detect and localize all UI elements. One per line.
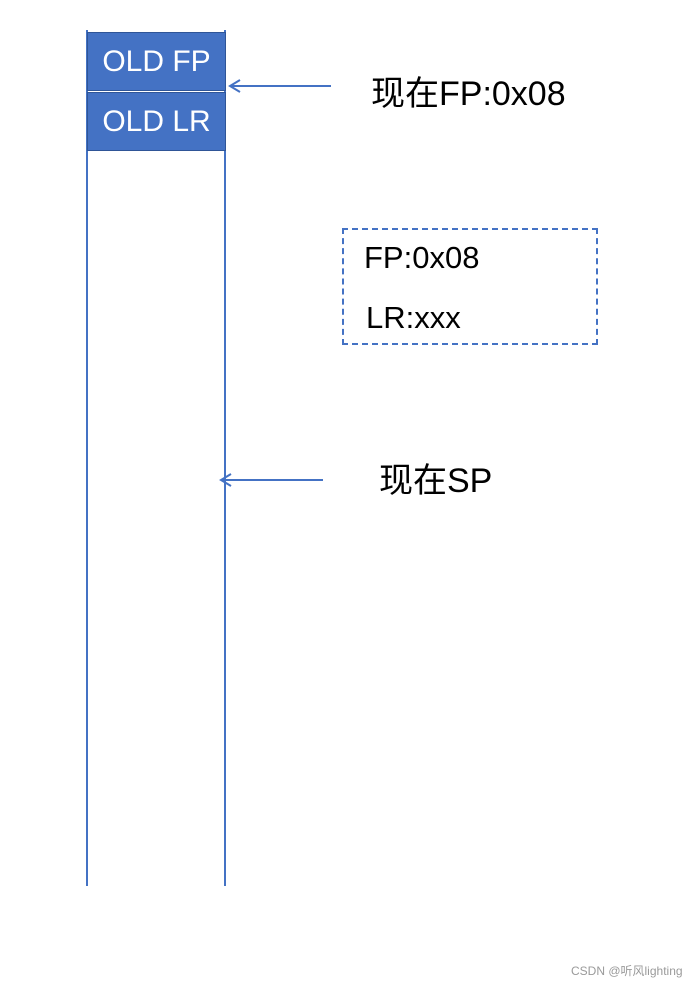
register-lr: LR:xxx xyxy=(366,300,461,335)
sp-arrow xyxy=(219,473,323,487)
stack-right-border xyxy=(224,30,226,886)
stack-cell-old-fp: OLD FP xyxy=(87,32,226,91)
watermark: CSDN @听风lighting xyxy=(571,964,683,978)
current-sp-label: 现在SP xyxy=(379,462,493,500)
register-fp: FP:0x08 xyxy=(364,240,480,275)
register-box: FP:0x08 LR:xxx xyxy=(342,228,598,345)
stack-left-border xyxy=(86,30,88,886)
current-fp-label: 现在FP:0x08 xyxy=(371,75,566,113)
fp-arrow xyxy=(228,79,331,93)
stack-cell-old-lr: OLD LR xyxy=(87,92,226,151)
